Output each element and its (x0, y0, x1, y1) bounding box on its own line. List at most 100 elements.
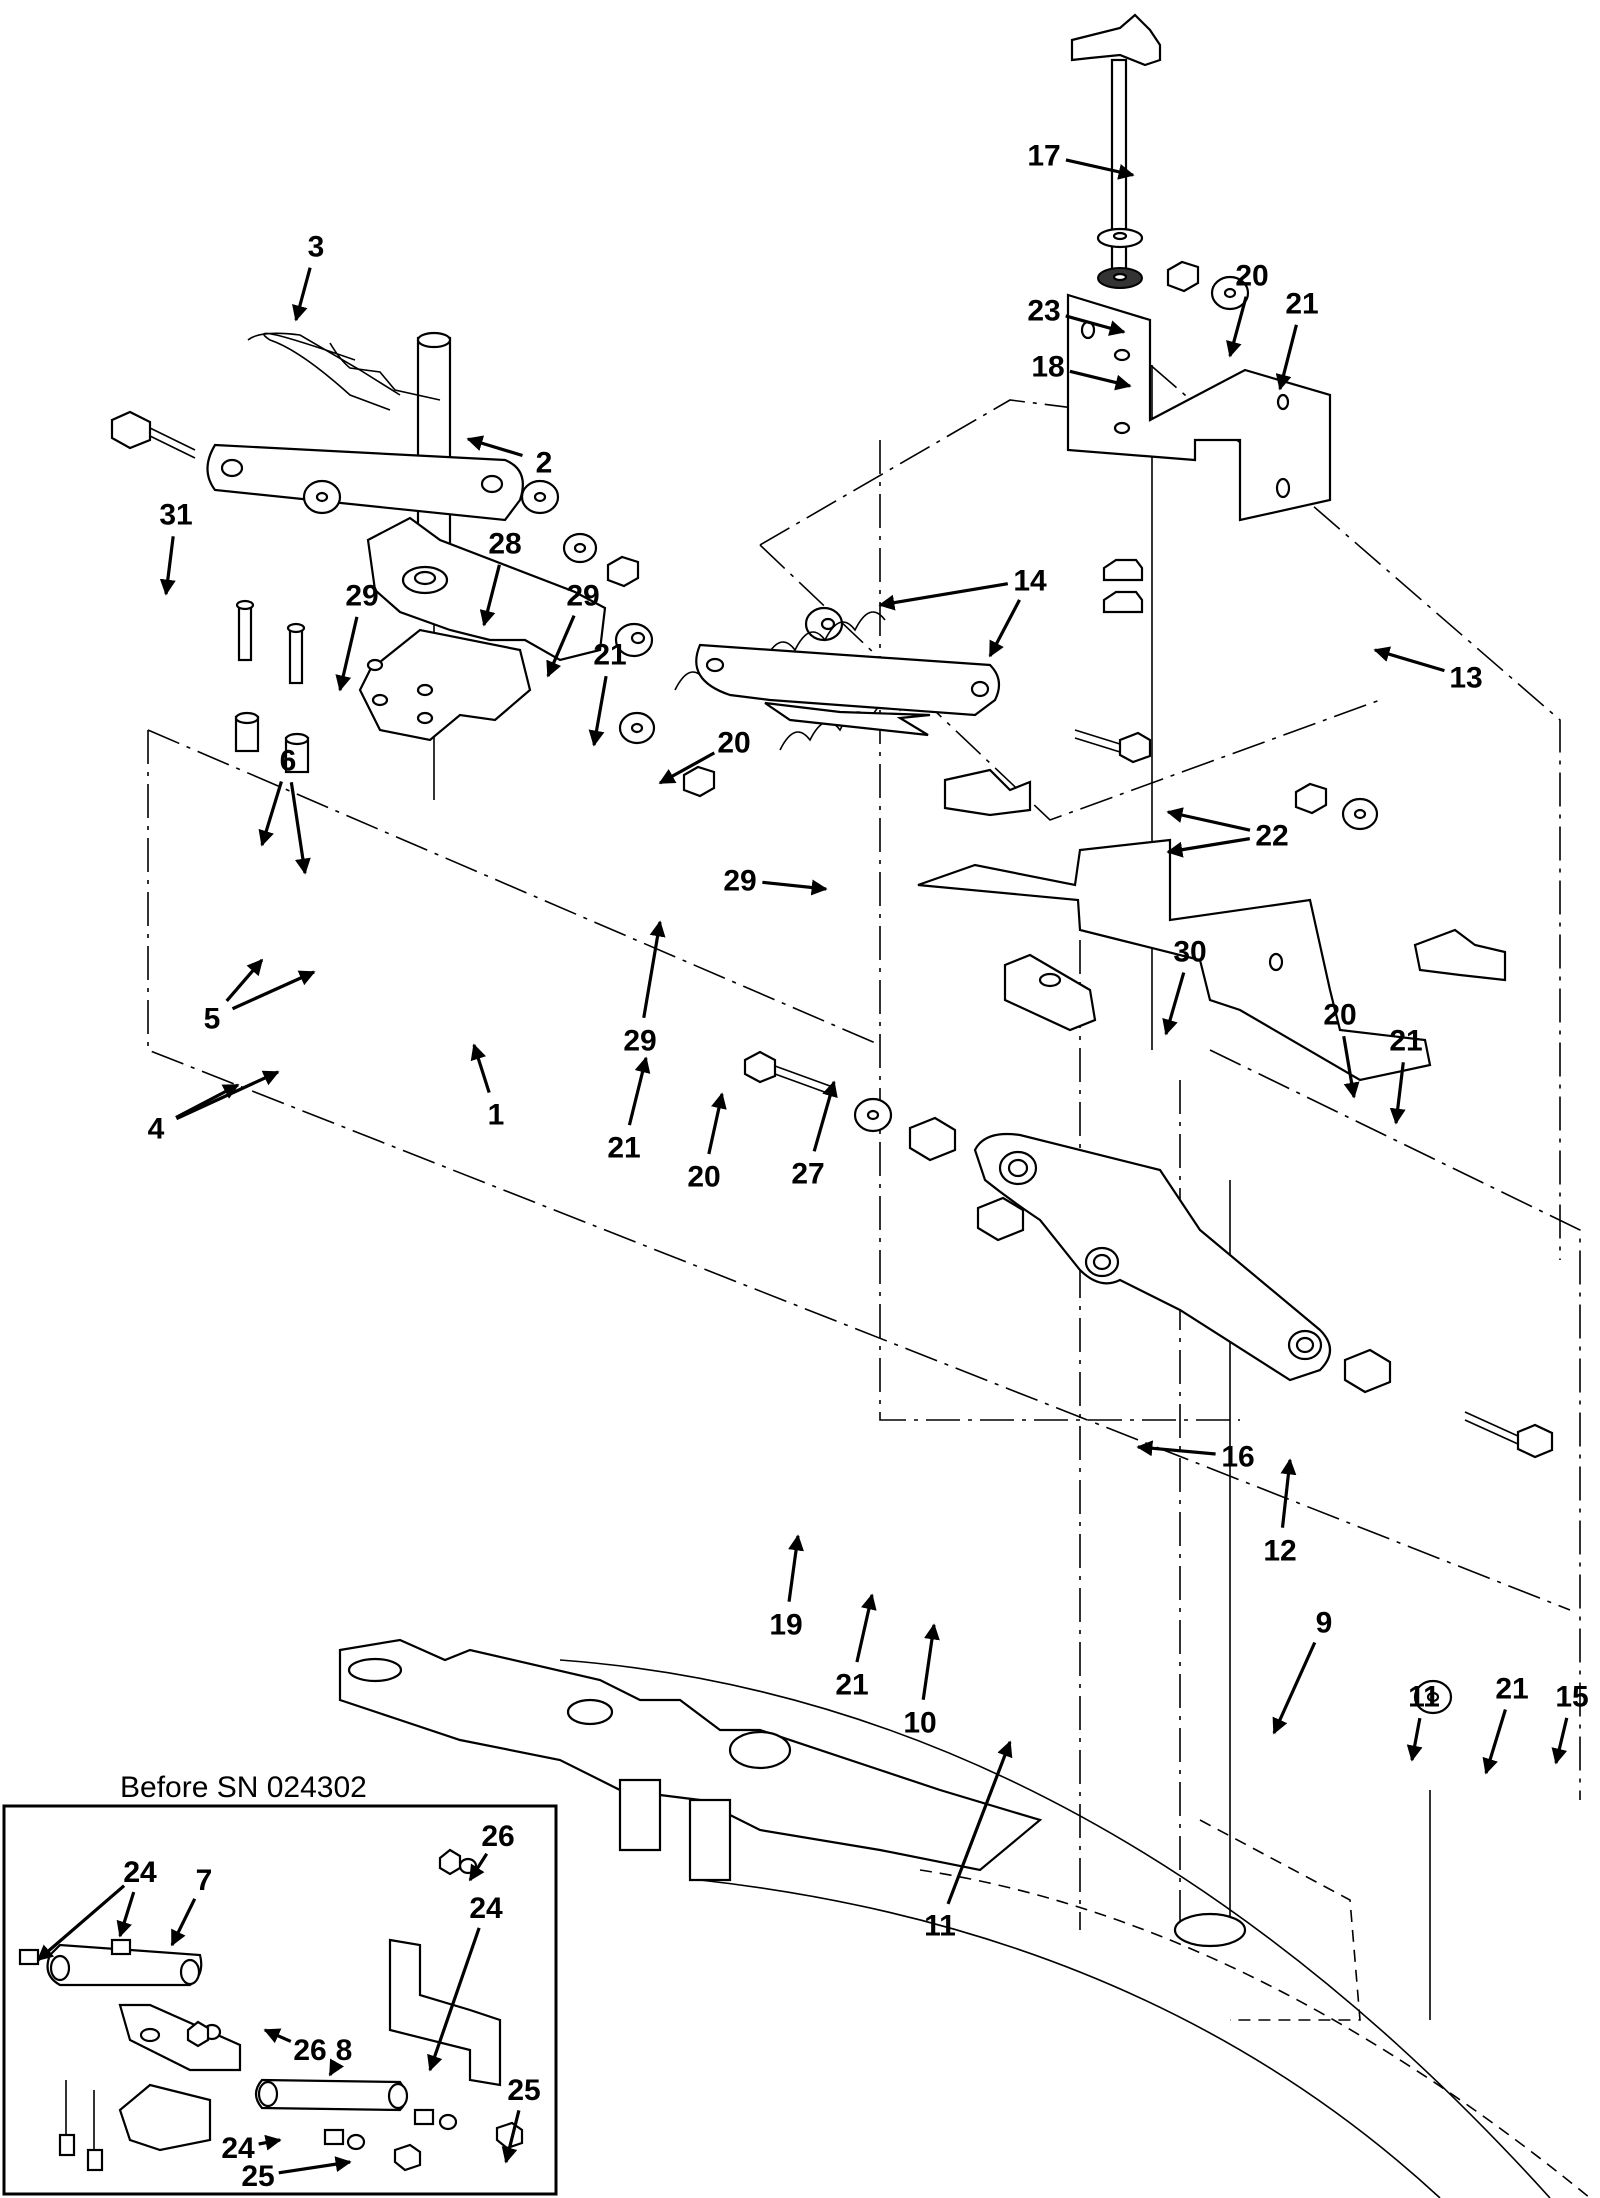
callout-label-in-26a: 26 (481, 1820, 514, 1853)
callout-label-c21c: 21 (607, 1132, 640, 1165)
callout-label-c21a: 21 (1285, 288, 1318, 321)
callout-label-c28: 28 (488, 528, 521, 561)
part-13-bracket (1066, 293, 1332, 522)
callout-leader-c5 (225, 958, 264, 1003)
callout-label-c31: 31 (159, 499, 192, 532)
part-30-bolt (1074, 729, 1152, 764)
callout-leader-in-8 (328, 2058, 345, 2077)
callout-leader-c21a (1275, 324, 1298, 391)
callout-leader-c20d (1342, 1035, 1360, 1099)
callout-label-c21d: 21 (1389, 1025, 1422, 1058)
callout-leader-c21d (1389, 1062, 1406, 1125)
callout-label-c14: 14 (1013, 565, 1047, 598)
callout-leader-c6 (258, 781, 283, 847)
callout-leader-c20c (707, 1092, 727, 1155)
callout-leader-c4 (175, 1083, 240, 1119)
part-28-plate (206, 443, 524, 522)
washers (302, 275, 1453, 1715)
callout-leader-c20a (1226, 296, 1248, 358)
inset-parts (18, 1848, 524, 2172)
callout-label-c12: 12 (1263, 1535, 1296, 1568)
part-17-knob-bolt (1070, 13, 1162, 289)
callout-leader-c15 (1551, 1717, 1569, 1765)
callout-leader-c10 (921, 1623, 940, 1700)
callout-label-in-7: 7 (196, 1864, 213, 1897)
callout-label-c30: 30 (1173, 936, 1206, 969)
part-1-housing (358, 516, 607, 742)
parts-4-5-6 (234, 599, 310, 774)
callout-leader-c22 (1166, 807, 1251, 832)
callout-label-in-25b: 25 (241, 2160, 274, 2193)
callout-label-c29a: 29 (345, 580, 378, 613)
frame-rail (338, 1638, 1591, 2198)
callout-leader-c29a (335, 616, 359, 692)
part-31-bolt (110, 410, 196, 459)
callout-label-c29d: 29 (623, 1025, 656, 1058)
callout-label-in-25a: 25 (507, 2074, 540, 2107)
part-27-plate (695, 643, 1001, 737)
callout-label-c20b: 20 (717, 727, 750, 760)
callout-label-c23: 23 (1027, 295, 1060, 328)
callout-label-c20d: 20 (1323, 999, 1356, 1032)
callout-label-c9: 9 (1316, 1607, 1333, 1640)
bushings (908, 1116, 1392, 1394)
callout-leader-c27 (812, 1080, 838, 1152)
callout-label-c4: 4 (148, 1113, 165, 1146)
part-9-arm (973, 1132, 1332, 1382)
callout-label-c21f: 21 (1495, 1673, 1528, 1706)
callout-label-c13: 13 (1449, 662, 1482, 695)
callout-leader-c3 (292, 267, 312, 322)
callout-label-c15: 15 (1555, 1681, 1588, 1714)
callout-leader-c12 (1280, 1458, 1297, 1528)
callout-label-c27: 27 (791, 1158, 824, 1191)
callout-label-in-26b: 26 (293, 2034, 326, 2067)
callout-leader-c29c (762, 879, 828, 896)
callout-leader-in-24b (116, 1891, 136, 1938)
callout-leader-in-7 (170, 1898, 197, 1947)
callout-leader-in-24c (427, 1927, 481, 2072)
callout-leader-c21f (1482, 1709, 1507, 1775)
callout-label-in-24a: 24 (123, 1856, 157, 1889)
callout-leader-c14b (988, 599, 1021, 658)
callout-label-c1: 1 (488, 1099, 505, 1132)
callout-leader-c21c (627, 1056, 651, 1126)
callout-label-c5: 5 (204, 1003, 221, 1036)
callout-label-c21b: 21 (593, 639, 626, 672)
callout-leader-c2 (466, 435, 523, 458)
callout-label-c21e: 21 (835, 1669, 868, 1702)
callout-leader-c9 (1272, 1641, 1317, 1735)
callout-label-c6: 6 (280, 745, 297, 778)
callout-leader-c21e (855, 1593, 877, 1663)
callout-label-c29b: 29 (566, 580, 599, 613)
callout-leader-in-24a (36, 1884, 126, 1962)
callout-leader-c1 (470, 1043, 491, 1094)
callout-leader-c31 (159, 536, 176, 596)
callout-leader-c11b (1406, 1717, 1423, 1762)
callout-leader-c18 (1069, 369, 1132, 391)
part-12-bracket (917, 768, 1507, 1082)
callout-leader-c29d (642, 920, 666, 1019)
callout-label-c19: 19 (769, 1609, 802, 1642)
callouts: 1234569101111121314151617181920202020212… (148, 140, 1589, 1943)
part-16-clip (1003, 953, 1097, 1032)
callout-leader-c21b (588, 675, 608, 747)
inset-before-sn: Before SN 024302 (2, 1771, 558, 2196)
callout-leader-in-25b (278, 2156, 352, 2175)
callout-label-c17: 17 (1027, 140, 1060, 173)
callout-leader-in-25a (501, 2109, 521, 2164)
callout-label-c2: 2 (536, 447, 553, 480)
callout-label-in-24d: 24 (221, 2132, 255, 2165)
callout-label-c3: 3 (308, 231, 325, 264)
callout-leader-c6b (289, 782, 311, 875)
nuts (606, 260, 1328, 815)
callout-leader-c30 (1162, 972, 1186, 1036)
callout-leader-c4b (175, 1070, 280, 1121)
callout-label-c29c: 29 (723, 865, 756, 898)
callout-label-c10: 10 (903, 1707, 936, 1740)
inset-title: Before SN 024302 (120, 1771, 367, 1804)
callout-leader-c5b (231, 970, 316, 1011)
callout-label-c20c: 20 (687, 1161, 720, 1194)
